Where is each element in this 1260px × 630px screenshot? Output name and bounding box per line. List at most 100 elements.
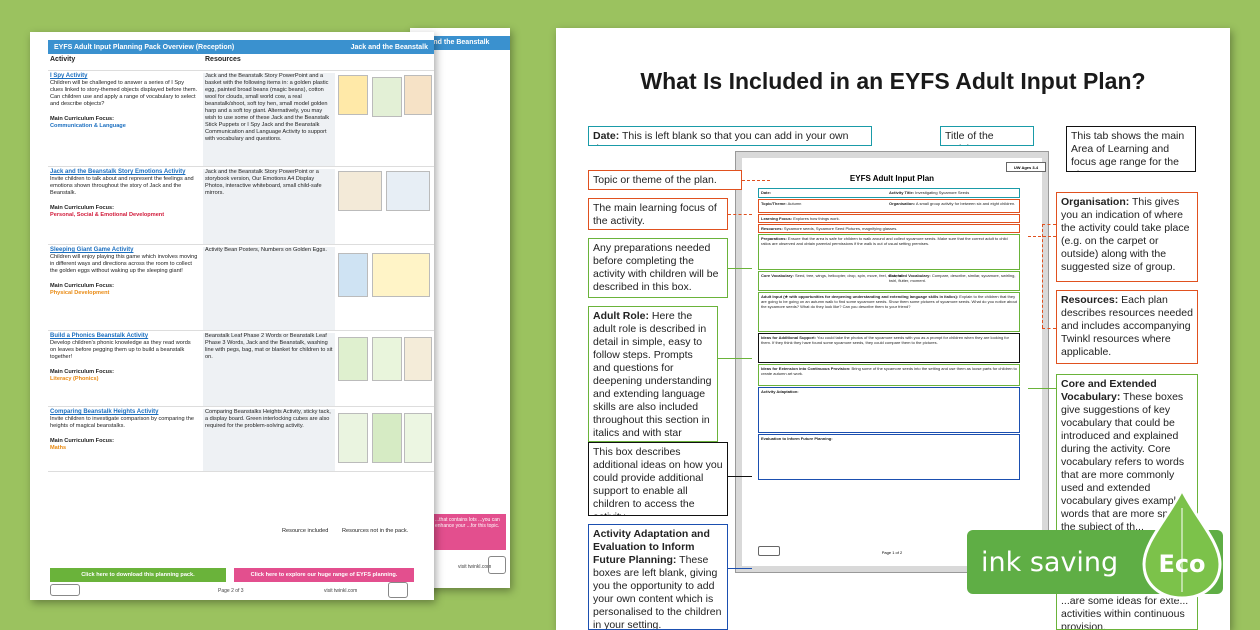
connector-line (1042, 328, 1056, 329)
resource-thumbnail[interactable] (404, 413, 432, 463)
table-row: Sleeping Giant Game Activity Children wi… (48, 244, 434, 330)
table-row: Comparing Beanstalk Heights Activity Inv… (48, 406, 434, 472)
connector-line (1042, 224, 1056, 225)
resources-cell: Jack and the Beanstalk Story PowerPoint … (203, 169, 335, 244)
table-row: Build a Phonics Beanstalk Activity Devel… (48, 330, 434, 406)
resources-cell: Jack and the Beanstalk Story PowerPoint … (203, 73, 335, 166)
overview-header-title: EYFS Adult Input Planning Pack Overview … (54, 43, 235, 51)
age-tab: UW Ages 3-4 (1006, 162, 1046, 172)
connector-line (1042, 224, 1043, 328)
plan-extension-row: Ideas for Extension into Continuous Prov… (758, 364, 1020, 386)
resource-thumbnail[interactable] (338, 253, 368, 297)
overview-sheet: EYFS Adult Input Planning Pack Overview … (30, 32, 434, 600)
eco-leaf-icon: Eco (1142, 488, 1222, 600)
twinkl-badge-icon (388, 582, 408, 598)
connector-line (728, 268, 752, 269)
activity-cell: Build a Phonics Beanstalk Activity Devel… (50, 333, 198, 383)
col-activity: Activity (50, 56, 76, 63)
back-footer-url: visit twinkl.com (458, 564, 492, 570)
plan-vocabulary-row: Core Vocabulary: Seed, tree, wings, heli… (758, 271, 1020, 291)
resource-thumbnail[interactable] (338, 171, 382, 211)
twinkl-logo-icon (50, 584, 80, 596)
callout-resources: Resources: Each plan describes resources… (1056, 290, 1198, 364)
plan-title: EYFS Adult Input Plan (849, 174, 935, 183)
curriculum-focus: Personal, Social & Emotional Development (50, 212, 165, 218)
resource-thumbnail[interactable] (338, 337, 368, 381)
resource-thumbnail[interactable] (404, 337, 432, 381)
page-title: What Is Included in an EYFS Adult Input … (640, 68, 1146, 94)
thumbnail-group (338, 75, 432, 137)
resource-thumbnail[interactable] (372, 77, 402, 117)
activity-cell: Comparing Beanstalk Heights Activity Inv… (50, 409, 198, 452)
download-pack-button[interactable]: Click here to download this planning pac… (50, 568, 226, 582)
callout-topic: Topic or theme of the plan. (588, 170, 742, 190)
plan-adaptation-row: Activity Adaptation: (758, 387, 1020, 433)
table-row: Jack and the Beanstalk Story Emotions Ac… (48, 166, 434, 244)
callout-tab: This tab shows the main Area of Learning… (1066, 126, 1196, 172)
activity-link[interactable]: Sleeping Giant Game Activity (50, 247, 134, 253)
footer-url: visit twinkl.com (324, 588, 358, 594)
twinkl-badge-icon (488, 556, 506, 574)
connector-line (742, 180, 770, 181)
plan-topic-row: Topic/Theme: Autumn Organisation: A smal… (758, 199, 1020, 213)
callout-date: Date: This is left blank so that you can… (588, 126, 872, 146)
adult-input-plan-preview: UW Ages 3-4 EYFS Adult Input Plan Date: … (735, 151, 1049, 573)
callout-preparations: Any preparations needed before completin… (588, 238, 728, 298)
resource-thumbnail[interactable] (372, 253, 430, 297)
connector-line (1028, 388, 1056, 389)
resource-thumbnail[interactable] (338, 413, 368, 463)
connector-line (718, 358, 752, 359)
curriculum-focus: Communication & Language (50, 123, 126, 129)
resources-cell: Activity Bean Posters, Numbers on Golden… (203, 247, 335, 330)
activity-link[interactable]: I Spy Activity (50, 73, 88, 79)
callout-organisation: Organisation: This gives you an indicati… (1056, 192, 1198, 282)
plan-evaluation-row: Evaluation to Inform Future Planning: (758, 434, 1020, 480)
col-resources: Resources (205, 56, 241, 63)
activity-cell: Jack and the Beanstalk Story Emotions Ac… (50, 169, 198, 219)
connector-line (728, 568, 752, 569)
plan-preparations-row: Preparations: Ensure that the area is sa… (758, 234, 1020, 270)
plan-support-row: Ideas for Additional Support: You could … (758, 333, 1020, 363)
callout-adult-role: Adult Role: Here the adult role is descr… (588, 306, 718, 442)
activity-link[interactable]: Jack and the Beanstalk Story Emotions Ac… (50, 169, 186, 175)
activity-cell: Sleeping Giant Game Activity Children wi… (50, 247, 198, 296)
pink-note: ...that contains lots ...you can enhance… (432, 514, 506, 550)
overview-header-right: Jack and the Beanstalk (350, 43, 428, 51)
overview-header: EYFS Adult Input Planning Pack Overview … (48, 40, 434, 54)
resource-thumbnail[interactable] (372, 337, 402, 381)
twinkl-logo-icon (758, 546, 780, 556)
plan-resources-row: Resources: Sycamore seeds, Sycamore Seed… (758, 224, 1020, 233)
plan-adult-input-row: Adult Input (★ with opportunities for de… (758, 292, 1020, 332)
callout-adaptation: Activity Adaptation and Evaluation to In… (588, 524, 728, 630)
activity-link[interactable]: Build a Phonics Beanstalk Activity (50, 333, 149, 339)
callout-additional-support: This box describes additional ideas on h… (588, 442, 728, 516)
thumbnail-group (338, 411, 432, 473)
activity-link[interactable]: Comparing Beanstalk Heights Activity (50, 409, 159, 415)
plan-date-row: Date: Activity Title: Investigating Syca… (758, 188, 1020, 198)
connector-line (728, 476, 752, 477)
resource-included-key: Resource included (282, 528, 329, 534)
curriculum-focus: Literacy (Phonics) (50, 376, 99, 382)
activity-cell: I Spy Activity Children will be challeng… (50, 73, 198, 129)
curriculum-focus: Physical Development (50, 290, 110, 296)
thumbnail-group (338, 249, 432, 311)
callout-title-activity: Title of the activity. (940, 126, 1034, 146)
explainer-page: What Is Included in an EYFS Adult Input … (556, 28, 1230, 630)
eco-label: Eco (1158, 550, 1205, 578)
resource-thumbnail[interactable] (338, 75, 368, 115)
callout-learning-focus: The main learning focus of the activity. (588, 198, 728, 230)
table-row: I Spy Activity Children will be challeng… (48, 70, 434, 166)
resources-cell: Beanstalk Leaf Phase 2 Words or Beanstal… (203, 333, 335, 406)
resource-thumbnail[interactable] (404, 75, 432, 115)
footer-page: Page 2 of 3 (218, 588, 244, 594)
resource-thumbnail[interactable] (372, 413, 402, 463)
curriculum-focus: Maths (50, 445, 67, 451)
thumbnail-group (338, 335, 432, 397)
resource-thumbnail[interactable] (386, 171, 430, 211)
explore-planning-button[interactable]: Click here to explore our huge range of … (234, 568, 414, 582)
resources-cell: Comparing Beanstalks Heights Activity, s… (203, 409, 335, 471)
resource-not-key: Resources not in the pack. (342, 528, 409, 534)
connector-line (728, 214, 752, 215)
thumbnail-group (338, 171, 432, 233)
ink-saving-label: ink saving (981, 546, 1119, 578)
